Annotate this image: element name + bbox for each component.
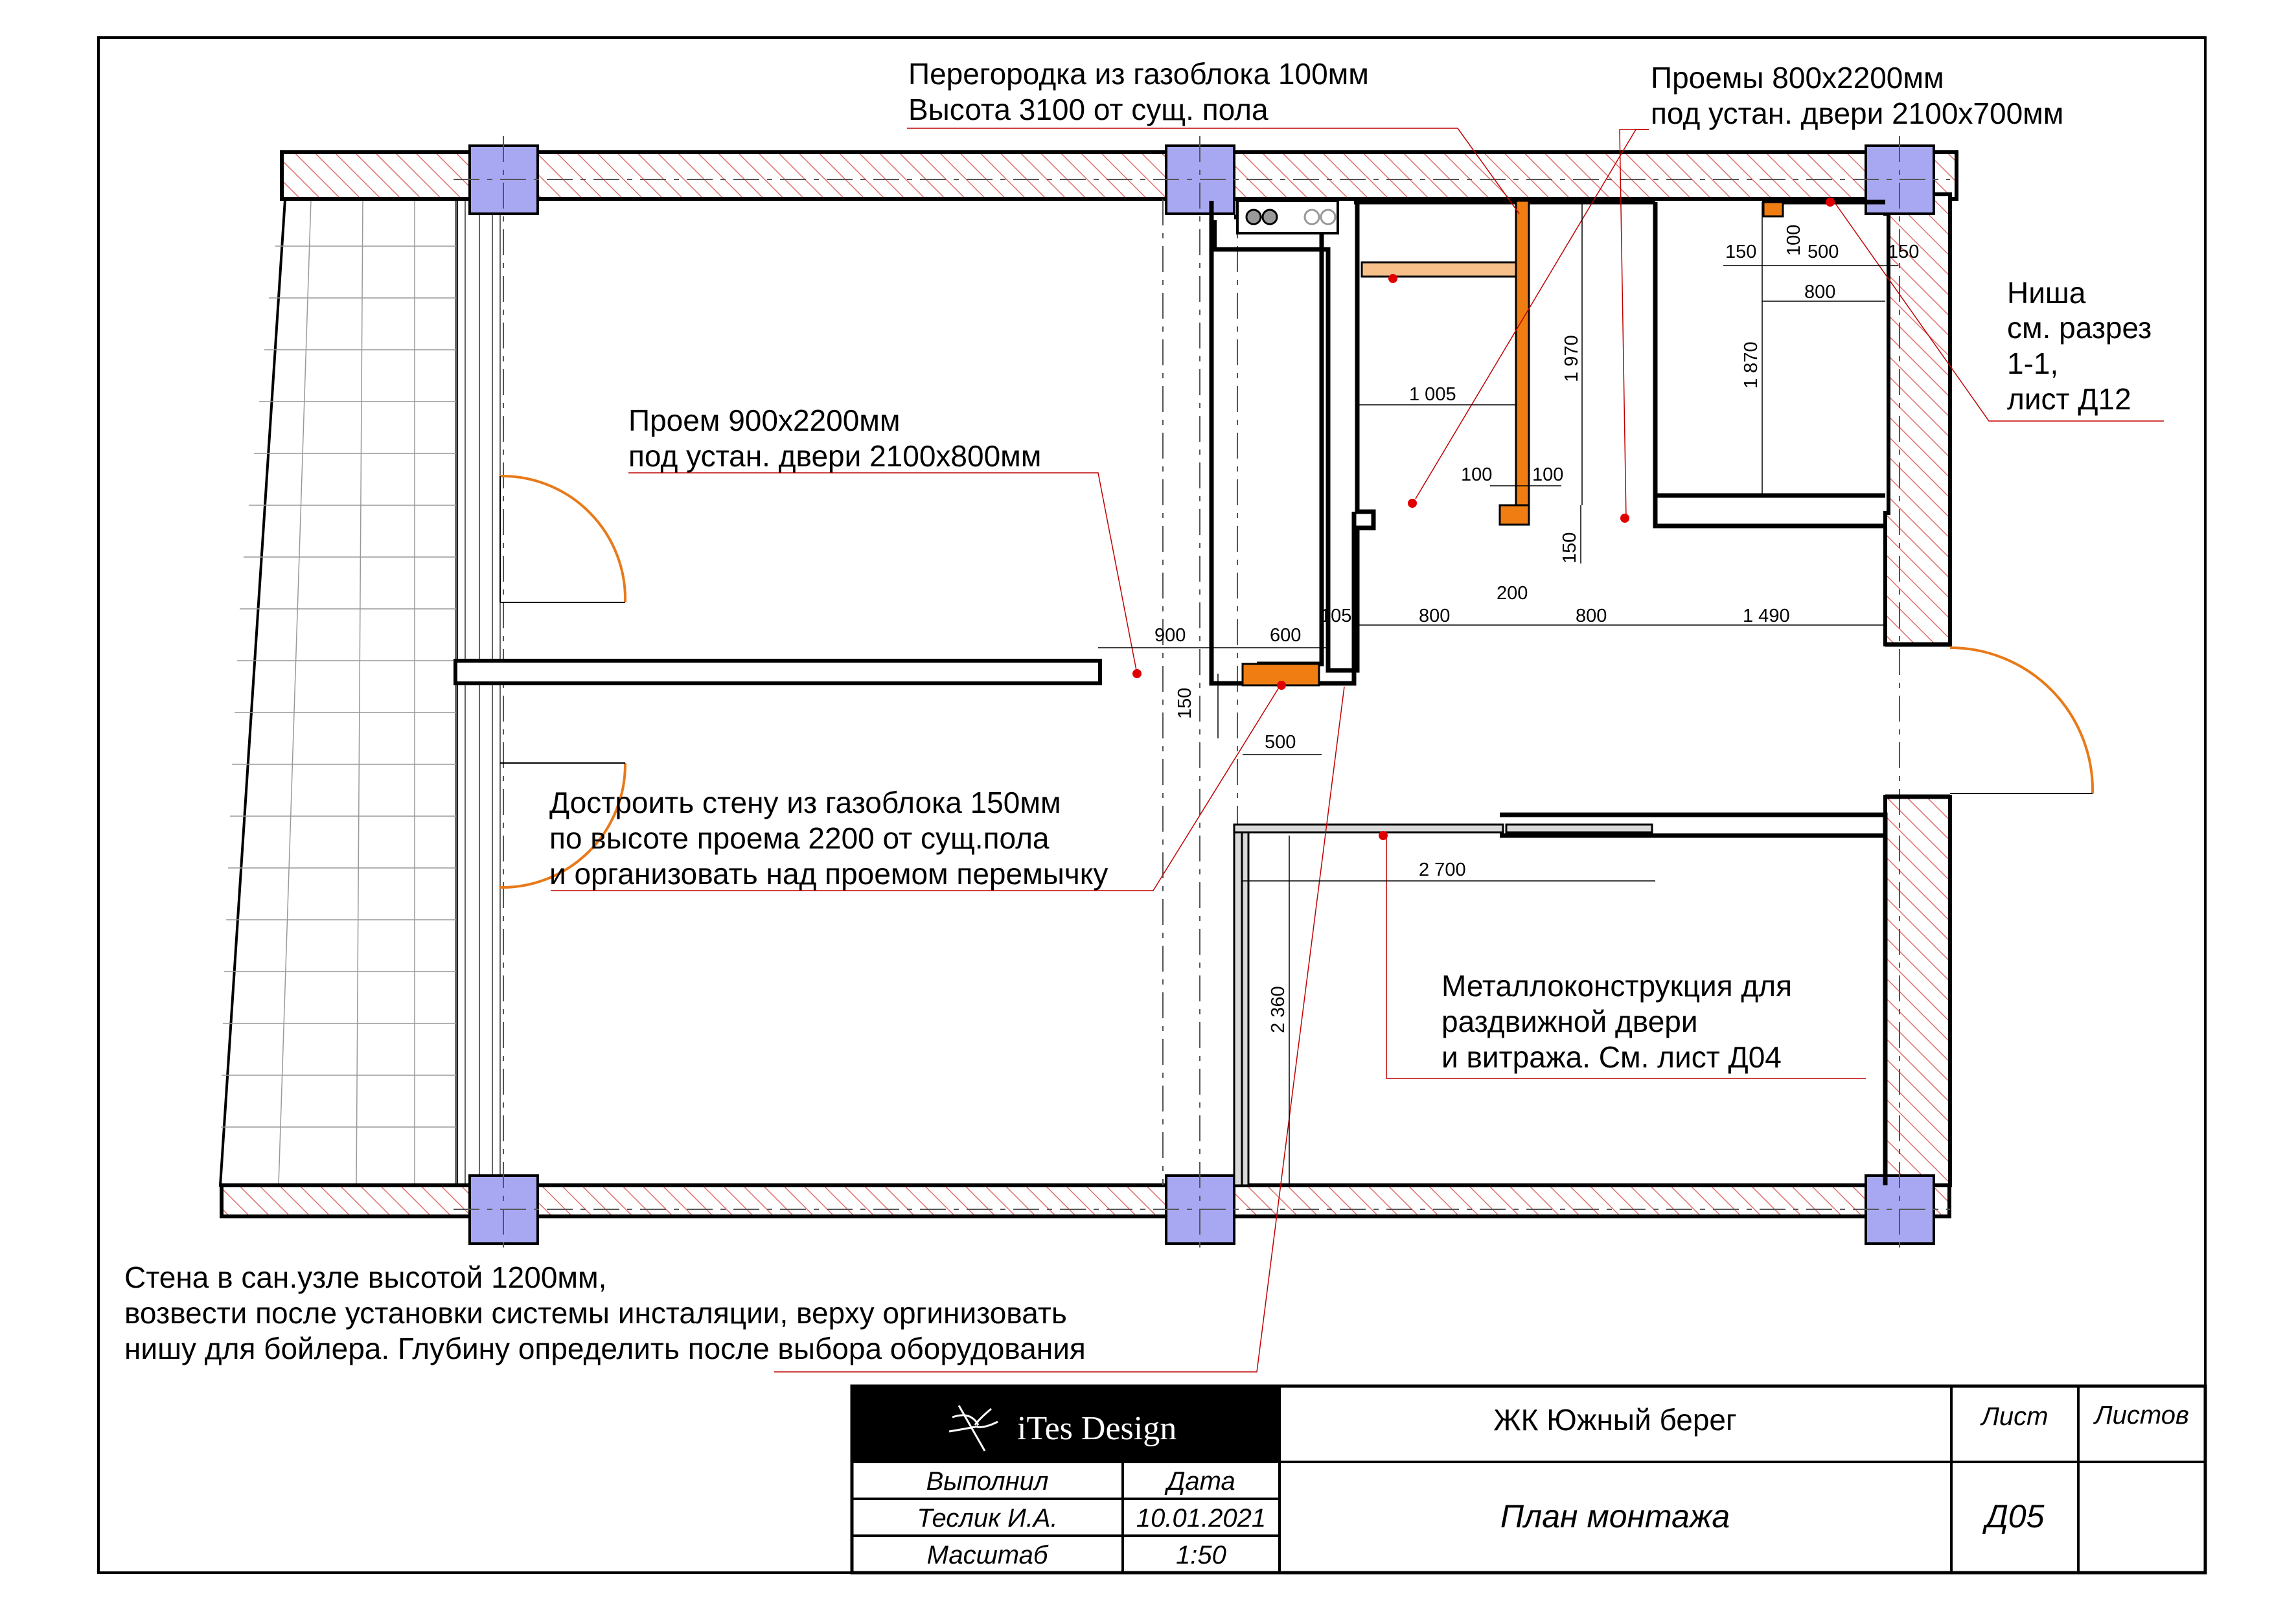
sheets-label: Листов [2093,1401,2189,1430]
scale-value: 1:50 [1176,1541,1226,1569]
dim-text: 900 [1154,625,1186,646]
note-partition: Высота 3100 от сущ. пола [908,93,1269,126]
logo-text: iTes Design [1017,1410,1177,1447]
note-openings-800: Проемы 800х2200мм [1651,61,1944,95]
new-partitions [1241,199,1784,687]
dimension-texts: 150 100 500 150 800 1 870 1 970 1 005 10… [1154,225,1919,1033]
right-wall-lower [1883,795,1952,1187]
note-niche: 1-1, [2007,347,2058,380]
dim-text: 800 [1419,606,1450,626]
sheet-number: Д05 [1982,1498,2045,1534]
note-bathroom-wall: Стена в сан.узле высотой 1200мм, [124,1260,606,1294]
dim-text: 800 [1804,282,1835,302]
note-bathroom-wall: возвести после установки системы инсталя… [124,1296,1067,1330]
interior-walls [1209,199,1885,673]
dim-text: 500 [1808,242,1839,262]
fixture-circle [1320,209,1337,225]
dim-text: 2 700 [1419,860,1466,880]
note-partition: Перегородка из газоблока 100мм [908,57,1369,91]
partition-100mm [1515,199,1530,507]
niche-block [1762,201,1784,218]
note-metal-frame: и витража. См. лист Д04 [1441,1040,1782,1074]
dim-text: 1 490 [1743,606,1790,626]
partition-stub [1498,504,1530,526]
lower-room-wall [1500,812,1888,838]
drawing-title: План монтажа [1500,1498,1730,1534]
dim-text: 500 [1265,732,1296,753]
note-opening-900: под устан. двери 2100х800мм [628,439,1041,473]
dim-text: 150 [1888,242,1919,262]
interior-wall-middle [453,659,1102,685]
title-block: iTes Design ЖК Южный берег Лист Листов В… [850,1384,2207,1575]
top-wall [280,150,1958,201]
note-metal-frame: Металлоконструкция для [1441,969,1792,1003]
note-wall-150: по высоте проема 2200 от сущ.пола [549,821,1050,855]
dim-text: 800 [1576,606,1607,626]
date-value: 10.01.2021 [1136,1504,1266,1533]
date-label: Дата [1164,1467,1235,1496]
dim-text: 1 005 [1409,384,1456,405]
kitchen-corner [1213,220,1257,251]
note-opening-900: Проем 900х2200мм [628,404,901,437]
author-name: Теслик И.А. [917,1504,1057,1533]
note-bathroom-wall: нишу для бойлера. Глубину определить пос… [124,1332,1086,1365]
note-wall-150: Достроить стену из газоблока 150мм [549,786,1061,819]
leader-markers [1132,198,1835,840]
dim-text: 1 970 [1561,335,1582,382]
door-swings [499,474,2095,889]
dim-text: 2 360 [1268,986,1289,1033]
dim-text: 200 [1497,583,1528,604]
logo-panel [852,1386,1280,1462]
axis-lines [453,136,1950,1253]
annotations: Перегородка из газоблока 100мм Высота 31… [124,57,2152,1365]
dim-text: 150 [1725,242,1756,262]
dragonfly-icon [948,1405,998,1452]
project-name: ЖК Южный берег [1493,1403,1737,1437]
metal-frame [1233,823,1653,1187]
dim-text: 150 [1175,688,1195,719]
note-niche: см. разрез [2007,311,2152,345]
dim-text: 100 [1784,225,1804,256]
note-openings-800: под устан. двери 2100х700мм [1651,97,2063,130]
dim-text: 105 [1320,606,1351,626]
dim-text: 600 [1270,625,1301,646]
dim-text: 100 [1532,464,1563,485]
note-niche: лист Д12 [2007,382,2131,416]
balcony-area [218,198,501,1187]
dim-text: 1 870 [1741,341,1762,389]
note-wall-150: и организовать над проемом перемычку [549,857,1108,891]
fixture-circle [1261,209,1278,225]
note-niche: Ниша [2007,276,2086,310]
dim-text: 100 [1461,464,1492,485]
note-metal-frame: раздвижной двери [1441,1005,1698,1038]
scale-label: Масштаб [927,1541,1049,1569]
sheet-label: Лист [1980,1402,2049,1431]
performed-label: Выполнил [926,1467,1049,1496]
dim-text: 150 [1559,532,1580,564]
lintel [1360,261,1517,278]
dimension-lines [1098,201,1898,1185]
fixture-circle [1303,209,1320,225]
fixture-circle [1245,209,1262,225]
leader-lines [551,128,2164,1373]
